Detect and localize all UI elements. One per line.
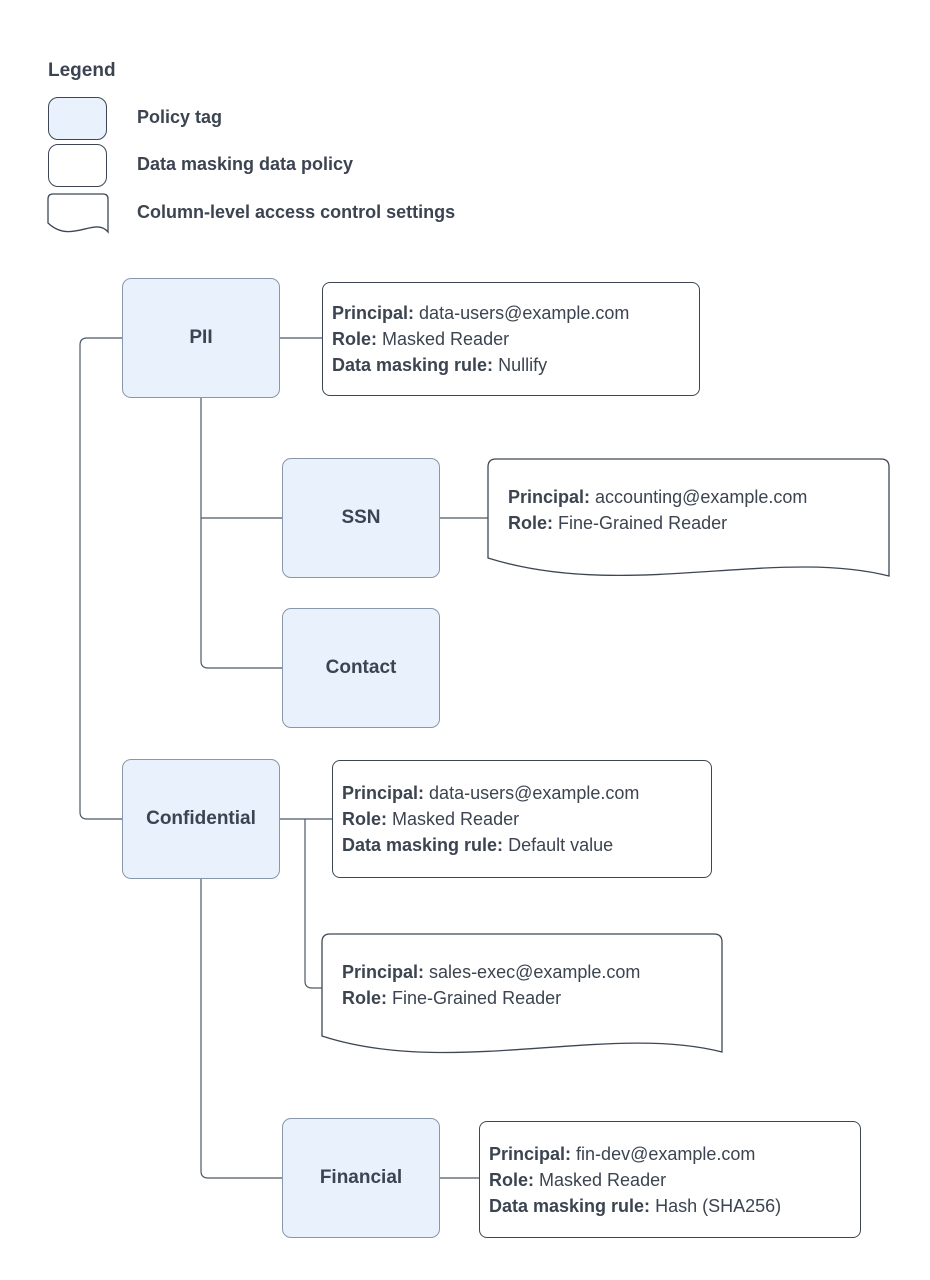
access-settings-confidential: Principal: sales-exec@example.com Role: … xyxy=(322,934,722,1036)
policy-line: Role: Fine-Grained Reader xyxy=(342,988,562,1008)
policy-tag-confidential: Confidential xyxy=(122,759,280,879)
policy-line: Role: Fine-Grained Reader xyxy=(508,512,728,533)
document-shape-ssn-access xyxy=(487,458,890,577)
masking-policy-pii: Principal: data-users@example.com Role: … xyxy=(322,282,700,396)
policy-line: Principal: sales-exec@example.com xyxy=(342,962,641,982)
policy-tag-financial: Financial xyxy=(282,1118,440,1238)
policy-line: Role: Masked Reader xyxy=(332,329,510,349)
policy-line: Principal: accounting@example.com xyxy=(508,486,808,507)
legend-item-access-control: Column-level access control settings xyxy=(137,202,456,222)
masking-policy-confidential: Principal: data-users@example.com Role: … xyxy=(332,760,712,878)
policy-line: Role: Masked Reader xyxy=(489,1169,667,1190)
policy-line: Principal: fin-dev@example.com xyxy=(489,1143,756,1164)
legend-item-policy-tag: Policy tag xyxy=(137,107,223,127)
policy-line: Data masking rule: Nullify xyxy=(332,355,548,375)
policy-tag-financial-label: Financial xyxy=(319,1167,403,1188)
masking-policy-financial: Principal: fin-dev@example.com Role: Mas… xyxy=(479,1121,861,1238)
policy-tag-ssn-label: SSN xyxy=(341,507,381,528)
connector-pii-to-confidential xyxy=(79,337,122,820)
legend-title: Legend xyxy=(48,60,116,81)
connector-confidential-to-access-settings xyxy=(304,819,322,989)
legend-item-masking-policy: Data masking data policy xyxy=(137,154,354,174)
policy-tag-pii-label: PII xyxy=(189,327,213,348)
policy-line: Role: Masked Reader xyxy=(342,809,520,829)
document-shape-confidential-access xyxy=(321,933,723,1054)
policy-tag-confidential-label: Confidential xyxy=(146,808,256,829)
policy-line: Principal: data-users@example.com xyxy=(342,783,640,803)
legend-policy-tag-swatch xyxy=(48,97,107,140)
policy-tag-contact-label: Contact xyxy=(325,657,397,678)
legend-data-masking-policy-swatch xyxy=(48,144,107,187)
policy-line: Principal: data-users@example.com xyxy=(332,303,630,323)
legend-access-control-swatch xyxy=(47,193,109,234)
policy-line: Data masking rule: Default value xyxy=(342,835,614,855)
policy-tag-contact: Contact xyxy=(282,608,440,728)
connector-pii-trunk-to-contact xyxy=(200,398,282,669)
policy-tag-pii: PII xyxy=(122,278,280,398)
access-settings-ssn: Principal: accounting@example.com Role: … xyxy=(488,459,889,560)
policy-tag-ssn: SSN xyxy=(282,458,440,578)
policy-line: Data masking rule: Hash (SHA256) xyxy=(489,1195,782,1216)
connector-confidential-to-financial xyxy=(200,879,282,1179)
